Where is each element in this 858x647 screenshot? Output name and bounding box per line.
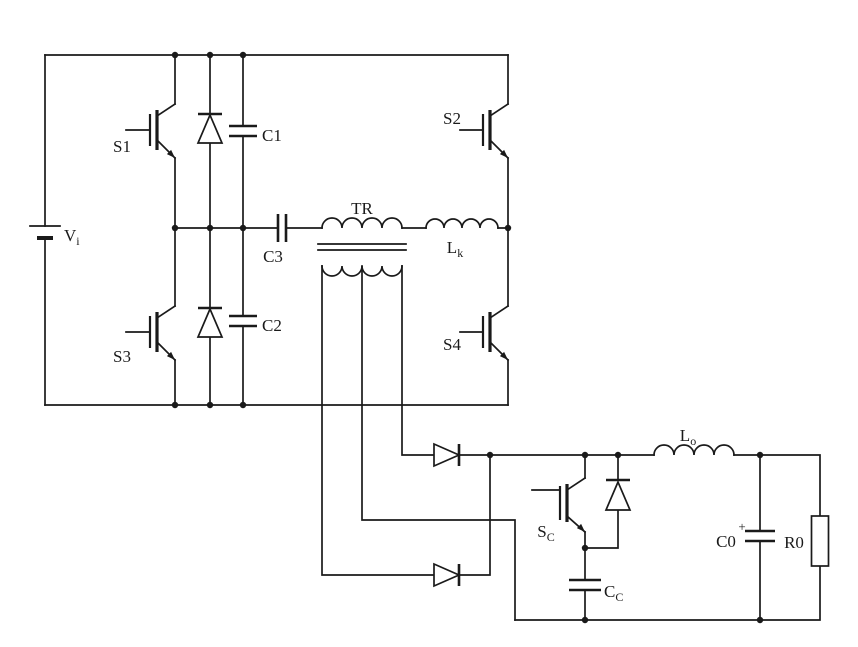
- label-r0: R0: [784, 533, 804, 552]
- label-c0: C0: [716, 532, 736, 551]
- igbt-s1: [125, 102, 177, 160]
- mosfet-sc: [531, 476, 587, 534]
- secondary-right-lead: [401, 265, 435, 456]
- label-lk: Lk: [447, 238, 463, 260]
- lower-diode-join: [458, 454, 491, 576]
- label-s3: S3: [113, 347, 131, 366]
- tr-primary-coil: [321, 217, 403, 229]
- inductor-lk: [425, 218, 499, 229]
- label-vi: Vi: [64, 226, 80, 248]
- label-cc: CC: [604, 582, 623, 604]
- label-tr: TR: [351, 199, 373, 218]
- label-s2: S2: [443, 109, 461, 128]
- label-s4: S4: [443, 335, 461, 354]
- rectifier-diode-lower: [433, 562, 462, 588]
- clamp-diode-leads: [584, 454, 619, 549]
- label-c2: C2: [262, 316, 282, 335]
- s3-emitter-arrow: [166, 351, 175, 360]
- capacitor-c3: [276, 214, 288, 242]
- capacitor-c1: [229, 124, 257, 138]
- inductor-lo: [653, 444, 735, 456]
- igbt-s2: [459, 102, 510, 160]
- s4-emitter-arrow: [499, 351, 508, 360]
- labels: Vi S1 S2 S3 S4 C1 C2 C3 TR Lk Lo SC CC C…: [64, 109, 804, 604]
- label-s1: S1: [113, 137, 131, 156]
- igbt-s3: [125, 304, 177, 362]
- label-c3: C3: [263, 247, 283, 266]
- output-wires: [458, 454, 821, 621]
- bridge-diode-top: [196, 112, 224, 144]
- tr-core: [317, 243, 407, 251]
- clamp-diode: [604, 478, 632, 511]
- capacitor-c0: [745, 529, 775, 543]
- s2-emitter-arrow: [499, 149, 508, 158]
- ground-rail: [514, 565, 821, 621]
- capacitor-c2: [229, 314, 257, 328]
- sc-source-arrow: [576, 523, 585, 532]
- tr-secondary-coil: [321, 265, 403, 277]
- label-c0-plus: +: [738, 519, 745, 534]
- s1-emitter-arrow: [166, 149, 175, 158]
- label-c1: C1: [262, 126, 282, 145]
- bridge-wires: [44, 54, 509, 406]
- igbt-s4: [459, 304, 510, 362]
- transformer-tr: [317, 217, 407, 277]
- label-sc: SC: [537, 522, 554, 544]
- output-top-rail: [458, 454, 821, 517]
- bridge-diode-bottom: [196, 306, 224, 338]
- resistor-r0: [810, 515, 830, 567]
- secondary-left-lead: [321, 265, 435, 576]
- rectifier-diode-upper: [433, 442, 462, 468]
- label-lo: Lo: [680, 426, 696, 448]
- battery-vi: [29, 225, 61, 240]
- secondary-wires: [321, 265, 516, 621]
- junction-dots: [171, 51, 764, 624]
- capacitor-cc: [569, 578, 601, 592]
